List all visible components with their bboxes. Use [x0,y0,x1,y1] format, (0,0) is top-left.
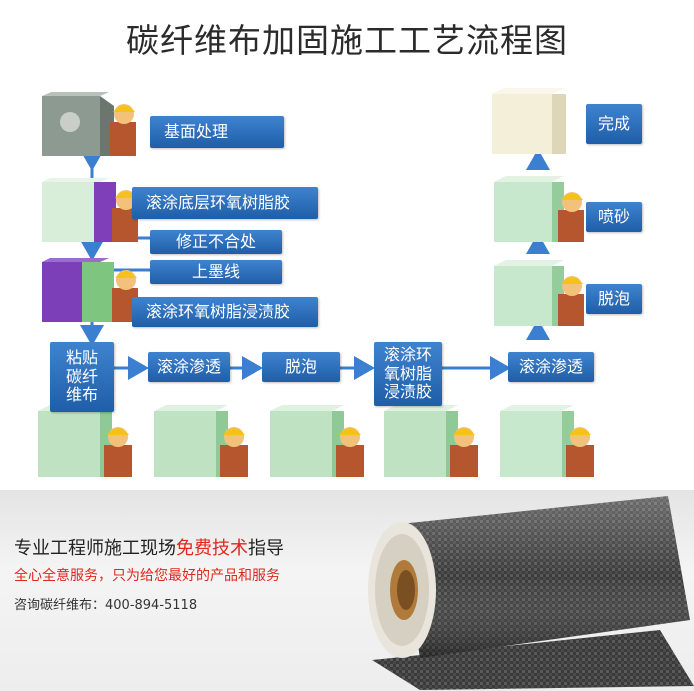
headline-part-a: 专业工程师施工现场 [14,538,176,559]
promo-footer: 专业工程师施工现场免费技术指导 全心全意服务，只为给您最好的产品和服务 咨询碳纤… [0,490,694,691]
scene-sandblast [494,176,584,242]
scene-base-treatment [42,92,136,156]
scene-complete [492,88,566,154]
scene-primer [42,178,138,242]
scene-debubble-right [494,260,584,326]
step-base-treatment: 基面处理 [150,116,284,148]
step-resin-impregnate: 滚涂环 氧树脂 浸渍胶 [374,342,442,406]
step-ink-line: 上墨线 [150,260,282,284]
step-sandblast: 喷砂 [586,202,642,232]
footer-slogan: 全心全意服务，只为给您最好的产品和服务 [14,568,280,584]
footer-contact: 咨询碳纤维布：400-894-5118 [14,598,198,613]
step-resin-coat: 滚涂环氧树脂浸渍胶 [132,297,318,327]
scene-resin-coating [42,258,138,322]
step-fix-defects: 修正不合处 [150,230,282,254]
carbon-fiber-roll-image [368,496,694,690]
scene-bottom-4 [384,405,478,477]
headline-part-c: 指导 [248,538,284,559]
scene-bottom-1 [38,405,132,477]
footer-headline: 专业工程师施工现场免费技术指导 [14,534,284,560]
step-roll-penetrate: 滚涂渗透 [148,352,230,382]
scene-bottom-5 [500,405,594,477]
step-primer-coat: 滚涂底层环氧树脂胶 [132,187,318,219]
step-debubble-2: 脱泡 [586,284,642,314]
scene-bottom-3 [270,405,364,477]
step-complete: 完成 [586,104,642,144]
step-roll-penetrate-2: 滚涂渗透 [508,352,594,382]
scene-bottom-2 [154,405,248,477]
step-apply-fiber: 粘贴 碳纤 维布 [50,342,114,412]
process-flowchart: 基面处理 滚涂底层环氧树脂胶 修正不合处 上墨线 滚涂环氧树脂浸渍胶 粘贴 碳纤… [38,88,642,477]
page-title: 碳纤维布加固施工工艺流程图 [126,21,568,60]
headline-highlight: 免费技术 [176,538,248,559]
step-debubble: 脱泡 [262,352,340,382]
